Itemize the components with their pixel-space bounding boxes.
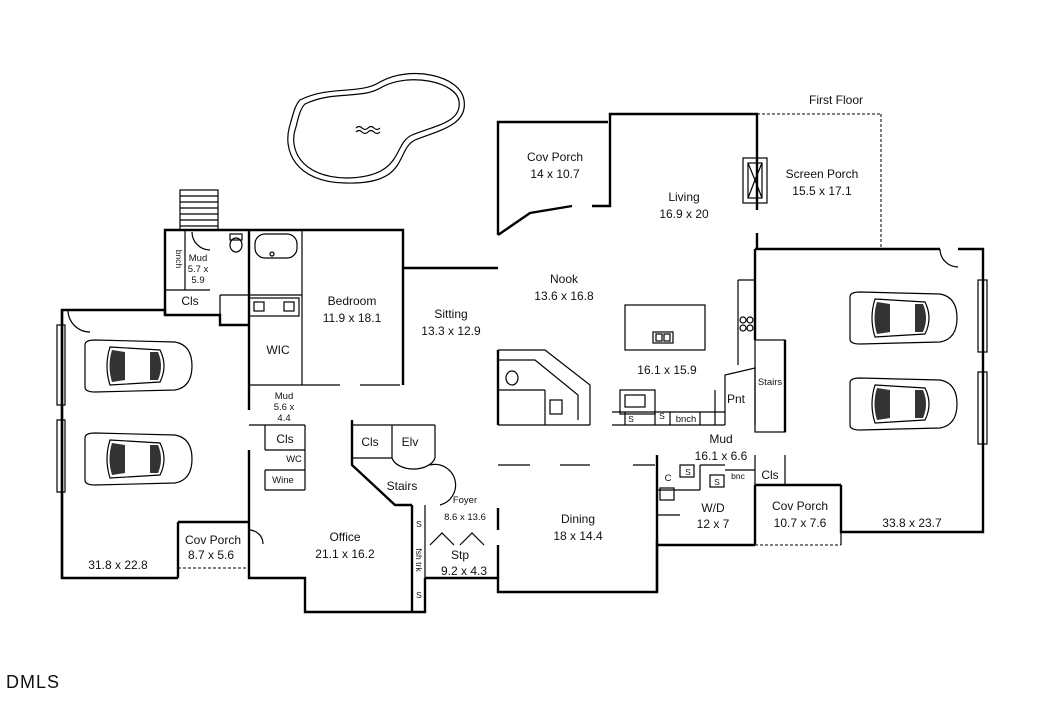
garage-right-dim: 33.8 x 23.7 xyxy=(882,516,942,530)
wd-name: W/D xyxy=(701,501,725,515)
bnch-label-kitchen: bnch xyxy=(676,414,697,425)
mud-top-name: Mud xyxy=(189,253,207,264)
mud-top-dim1: 5.7 x xyxy=(188,264,209,275)
stairs-label-left: Stairs xyxy=(387,479,418,493)
mud-right-dim: 16.1 x 6.6 xyxy=(695,449,748,463)
sitting-dim: 13.3 x 12.9 xyxy=(421,324,481,338)
s-label-1: S xyxy=(416,519,422,529)
bedroom-name: Bedroom xyxy=(328,294,377,308)
garage-left-dim: 31.8 x 22.8 xyxy=(88,558,148,572)
cls-label-mid: Cls xyxy=(276,432,293,446)
pool-outline xyxy=(287,72,465,184)
car-icon-right-1 xyxy=(849,291,958,345)
water-icon-2 xyxy=(355,129,381,135)
cov-porch-top-dim: 14 x 10.7 xyxy=(530,167,580,181)
car-icon-left-2 xyxy=(84,432,193,486)
cov-porch-top-name: Cov Porch xyxy=(527,150,583,164)
wd-dim: 12 x 7 xyxy=(697,517,730,531)
sitting-name: Sitting xyxy=(434,307,467,321)
s-label-3: S xyxy=(628,414,634,424)
elv-label: Elv xyxy=(402,435,419,449)
cls-label-stairs: Cls xyxy=(361,435,378,449)
fsh-trk-label: fsh trk xyxy=(414,548,424,572)
cov-porch-left-name: Cov Porch xyxy=(185,533,241,547)
mud-mid-dim2: 4.4 xyxy=(277,413,290,424)
s-label-2: S xyxy=(416,590,422,600)
brand-logo: DMLS xyxy=(6,672,61,692)
mud-mid-dim1: 5.6 x xyxy=(274,402,295,413)
office-dim: 21.1 x 16.2 xyxy=(315,547,375,561)
mud-top-dim2: 5.9 xyxy=(191,275,204,286)
floor-label: First Floor xyxy=(809,93,863,107)
bnch-label-left: bnch xyxy=(174,250,184,269)
wine-label: Wine xyxy=(272,475,294,486)
wc-label: WC xyxy=(286,454,302,465)
nook-name: Nook xyxy=(550,272,579,286)
cov-porch-right-name: Cov Porch xyxy=(772,499,828,513)
water-icon xyxy=(355,125,381,131)
s-label-6: S xyxy=(714,477,720,487)
c-label: C xyxy=(665,473,672,484)
foyer-dim: 8.6 x 13.6 xyxy=(444,512,486,523)
main-walls xyxy=(56,112,988,614)
nook-dim: 13.6 x 16.8 xyxy=(534,289,594,303)
mud-right-name: Mud xyxy=(709,432,732,446)
stp-name: Stp xyxy=(451,548,469,562)
living-name: Living xyxy=(668,190,699,204)
office-name: Office xyxy=(329,530,360,544)
deck-stairs xyxy=(179,189,219,231)
pool-outline-inner xyxy=(293,79,460,179)
foyer-name: Foyer xyxy=(453,495,477,506)
s-label-4: S xyxy=(659,411,665,421)
screen-porch-dim: 15.5 x 17.1 xyxy=(792,184,852,198)
bnc-label: bnc xyxy=(731,471,745,481)
stp-dim: 9.2 x 4.3 xyxy=(441,564,487,578)
cov-porch-right-dim: 10.7 x 7.6 xyxy=(774,516,827,530)
bedroom-dim: 11.9 x 18.1 xyxy=(323,311,382,325)
screen-porch-name: Screen Porch xyxy=(786,167,859,181)
mud-mid-name: Mud xyxy=(275,391,293,402)
dining-dim: 18 x 14.4 xyxy=(553,529,603,543)
dining-name: Dining xyxy=(561,512,595,526)
living-dim: 16.9 x 20 xyxy=(659,207,709,221)
cls-label-top: Cls xyxy=(181,294,198,308)
car-icon-right-2 xyxy=(849,377,958,431)
car-icon-left-1 xyxy=(84,339,193,393)
kitchen-dim: 16.1 x 15.9 xyxy=(637,363,697,377)
s-label-5: S xyxy=(685,467,691,477)
pnt-label: Pnt xyxy=(727,392,746,406)
cov-porch-left-dim: 8.7 x 5.6 xyxy=(188,548,234,562)
wic-label: WIC xyxy=(266,343,290,357)
cls-label-right: Cls xyxy=(761,468,778,482)
stairs-label-right: Stairs xyxy=(758,377,783,388)
